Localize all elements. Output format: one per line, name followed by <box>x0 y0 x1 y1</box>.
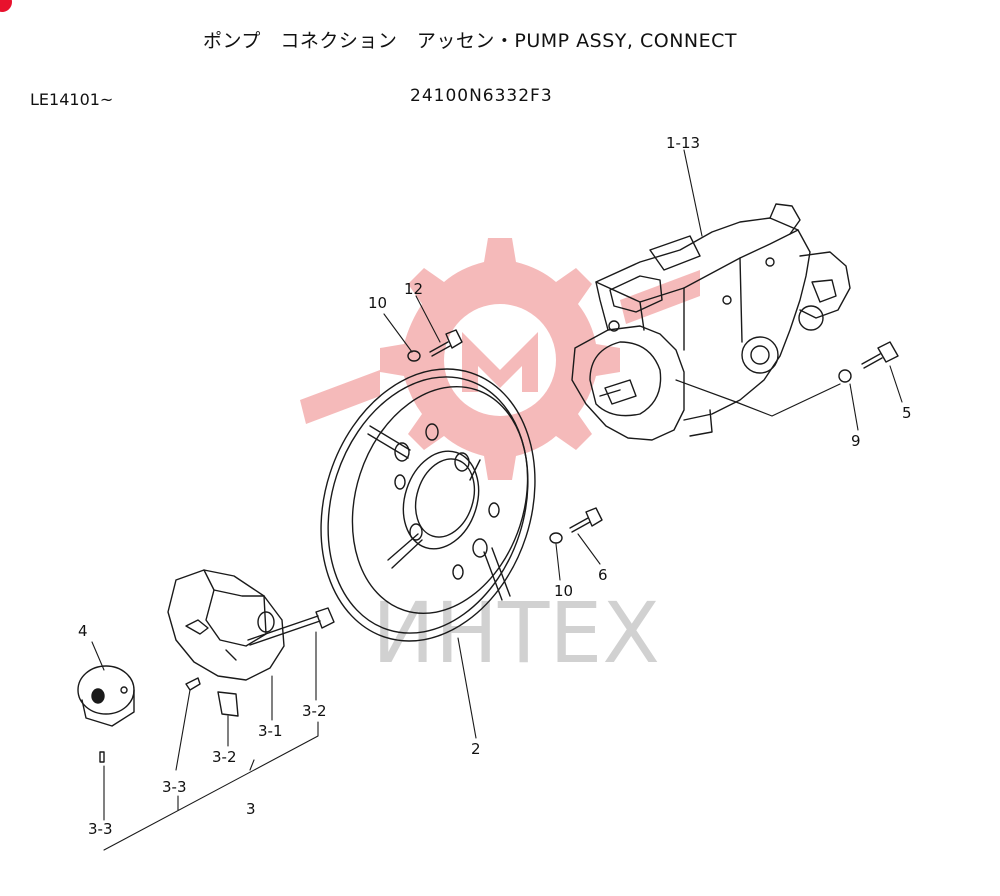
callout-3-3-mid: 3-3 <box>162 778 187 796</box>
callout-6: 6 <box>598 566 608 584</box>
callout-3-1: 3-1 <box>258 722 283 740</box>
washer-10-upper <box>407 350 421 362</box>
bolt-12 <box>429 329 463 357</box>
pump-assembly <box>571 203 851 441</box>
callout-10-top: 10 <box>368 294 387 312</box>
callout-5: 5 <box>902 404 912 422</box>
pin-4 <box>99 751 105 763</box>
bolt-6 <box>569 507 603 533</box>
callout-10-bottom: 10 <box>554 582 573 600</box>
washer-10-lower <box>549 532 563 544</box>
washer-9 <box>838 369 852 383</box>
watermark-logo <box>300 238 700 480</box>
corner-badge <box>0 0 12 12</box>
callout-3: 3 <box>246 800 256 818</box>
diagram-title: ポンプ コネクション アッセン・PUMP ASSY, CONNECT <box>202 30 737 52</box>
callout-2: 2 <box>471 740 481 758</box>
coupling-assembly <box>167 569 335 717</box>
hub-4 <box>77 665 135 763</box>
flywheel-housing <box>320 368 536 642</box>
pin-3-3 <box>185 677 201 691</box>
callout-9: 9 <box>851 432 861 450</box>
bolt-5 <box>861 341 899 369</box>
serial-range: LE14101~ <box>30 90 114 109</box>
part-number: 24100N6332F3 <box>410 86 553 106</box>
callout-3-2-right: 3-2 <box>302 702 327 720</box>
leader-lines <box>91 149 903 851</box>
callout-12: 12 <box>404 280 423 298</box>
callout-3-3-left: 3-3 <box>88 820 113 838</box>
callout-4: 4 <box>78 622 88 640</box>
callout-1-13: 1-13 <box>666 134 700 152</box>
bolt-3-2 <box>217 691 239 717</box>
callout-3-2-bottom: 3-2 <box>212 748 237 766</box>
